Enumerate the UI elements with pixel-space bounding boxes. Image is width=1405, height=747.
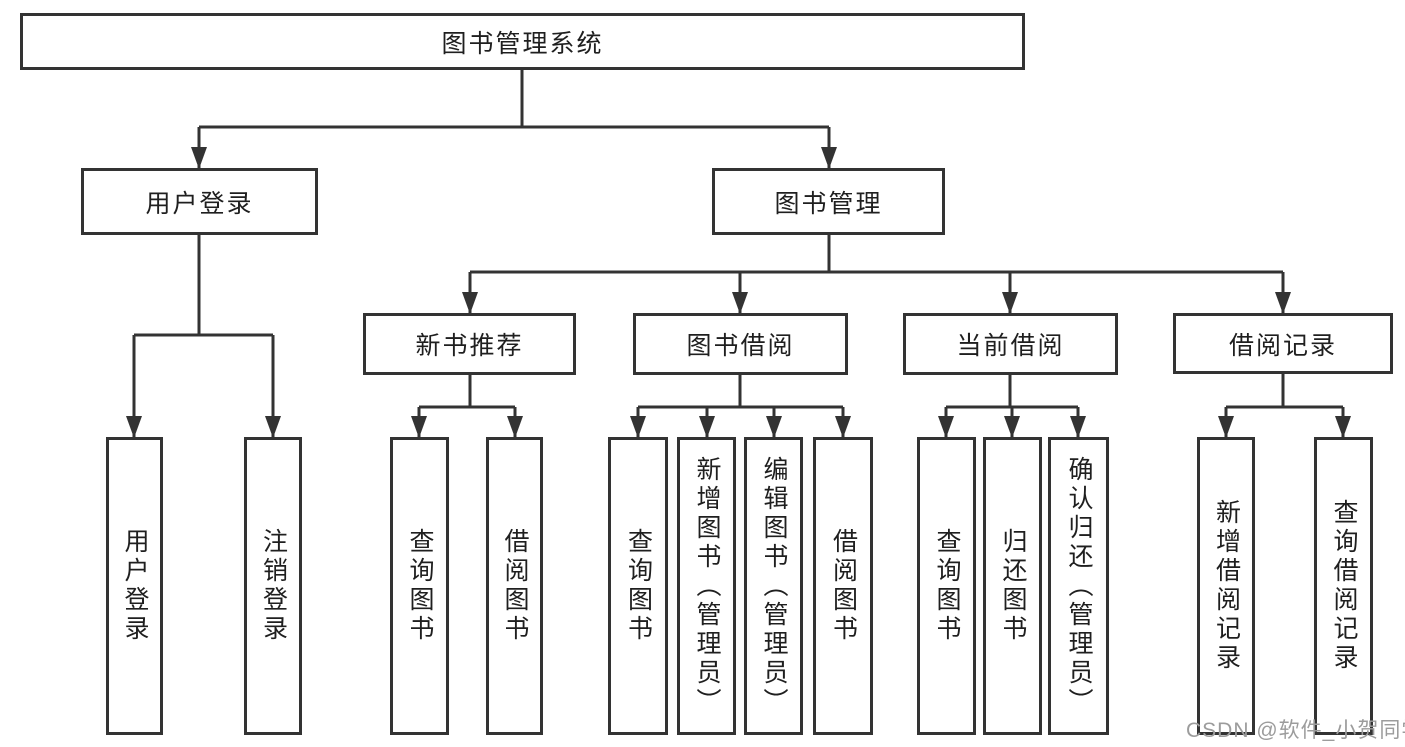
leaf-borrow-books-label: 借阅图书 (829, 528, 858, 644)
leaf-add-books-admin: 新增图书（管理员） (677, 437, 736, 735)
leaf-add-borrow-record-label: 新增借阅记录 (1212, 499, 1241, 673)
leaf-borrow-query-books-label: 查询图书 (624, 528, 653, 644)
leaf-recommend-query-books-label: 查询图书 (406, 528, 434, 644)
leaf-current-query-books-label: 查询图书 (933, 528, 961, 644)
leaf-borrow-books: 借阅图书 (813, 437, 873, 735)
connector-book-borrow-branch (630, 375, 851, 438)
leaf-query-borrow-record: 查询借阅记录 (1314, 437, 1373, 735)
node-user-login: 用户登录 (81, 168, 318, 235)
connector-root-to-level2 (191, 70, 837, 169)
node-current-borrow: 当前借阅 (903, 313, 1118, 375)
csdn-watermark: CSDN @软件_小贺同学 (1186, 719, 1405, 742)
leaf-confirm-return-admin: 确认归还（管理员） (1048, 437, 1109, 735)
leaf-recommend-borrow-books: 借阅图书 (486, 437, 543, 735)
node-user-login-label: 用户登录 (145, 189, 254, 218)
leaf-recommend-query-books: 查询图书 (390, 437, 449, 735)
node-book-management-label: 图书管理 (774, 189, 883, 218)
node-new-book-recommend-label: 新书推荐 (415, 332, 524, 360)
leaf-edit-books-admin-label: 编辑图书（管理员） (760, 455, 788, 717)
connector-current-borrow-branch (938, 375, 1086, 438)
leaf-logout: 注销登录 (244, 437, 302, 735)
node-book-borrow: 图书借阅 (633, 313, 848, 375)
node-book-borrow-label: 图书借阅 (686, 332, 795, 360)
leaf-query-borrow-record-label: 查询借阅记录 (1330, 499, 1358, 673)
node-root-label: 图书管理系统 (441, 29, 604, 58)
leaf-current-query-books: 查询图书 (917, 437, 976, 735)
leaf-add-books-admin-label: 新增图书（管理员） (693, 455, 721, 717)
leaf-return-books-label: 归还图书 (999, 528, 1027, 644)
leaf-confirm-return-admin-label: 确认归还（管理员） (1065, 455, 1093, 717)
leaf-return-books: 归还图书 (983, 437, 1042, 735)
connector-new-book-branch (411, 375, 523, 438)
connector-borrow-record-branch (1218, 374, 1351, 438)
node-current-borrow-label: 当前借阅 (956, 332, 1065, 360)
leaf-user-login-label: 用户登录 (121, 528, 149, 644)
node-borrow-record: 借阅记录 (1173, 313, 1393, 374)
leaf-edit-books-admin: 编辑图书（管理员） (744, 437, 803, 735)
node-new-book-recommend: 新书推荐 (363, 313, 576, 375)
node-root: 图书管理系统 (20, 13, 1025, 70)
connector-book-management-branch (462, 235, 1291, 314)
node-book-management: 图书管理 (712, 168, 945, 235)
leaf-add-borrow-record: 新增借阅记录 (1197, 437, 1255, 735)
leaf-user-login: 用户登录 (106, 437, 163, 735)
leaf-borrow-query-books: 查询图书 (608, 437, 668, 735)
leaf-logout-label: 注销登录 (259, 528, 288, 644)
leaf-recommend-borrow-books-label: 借阅图书 (501, 528, 529, 644)
connector-user-login-branch (126, 235, 281, 438)
node-borrow-record-label: 借阅记录 (1228, 331, 1337, 360)
